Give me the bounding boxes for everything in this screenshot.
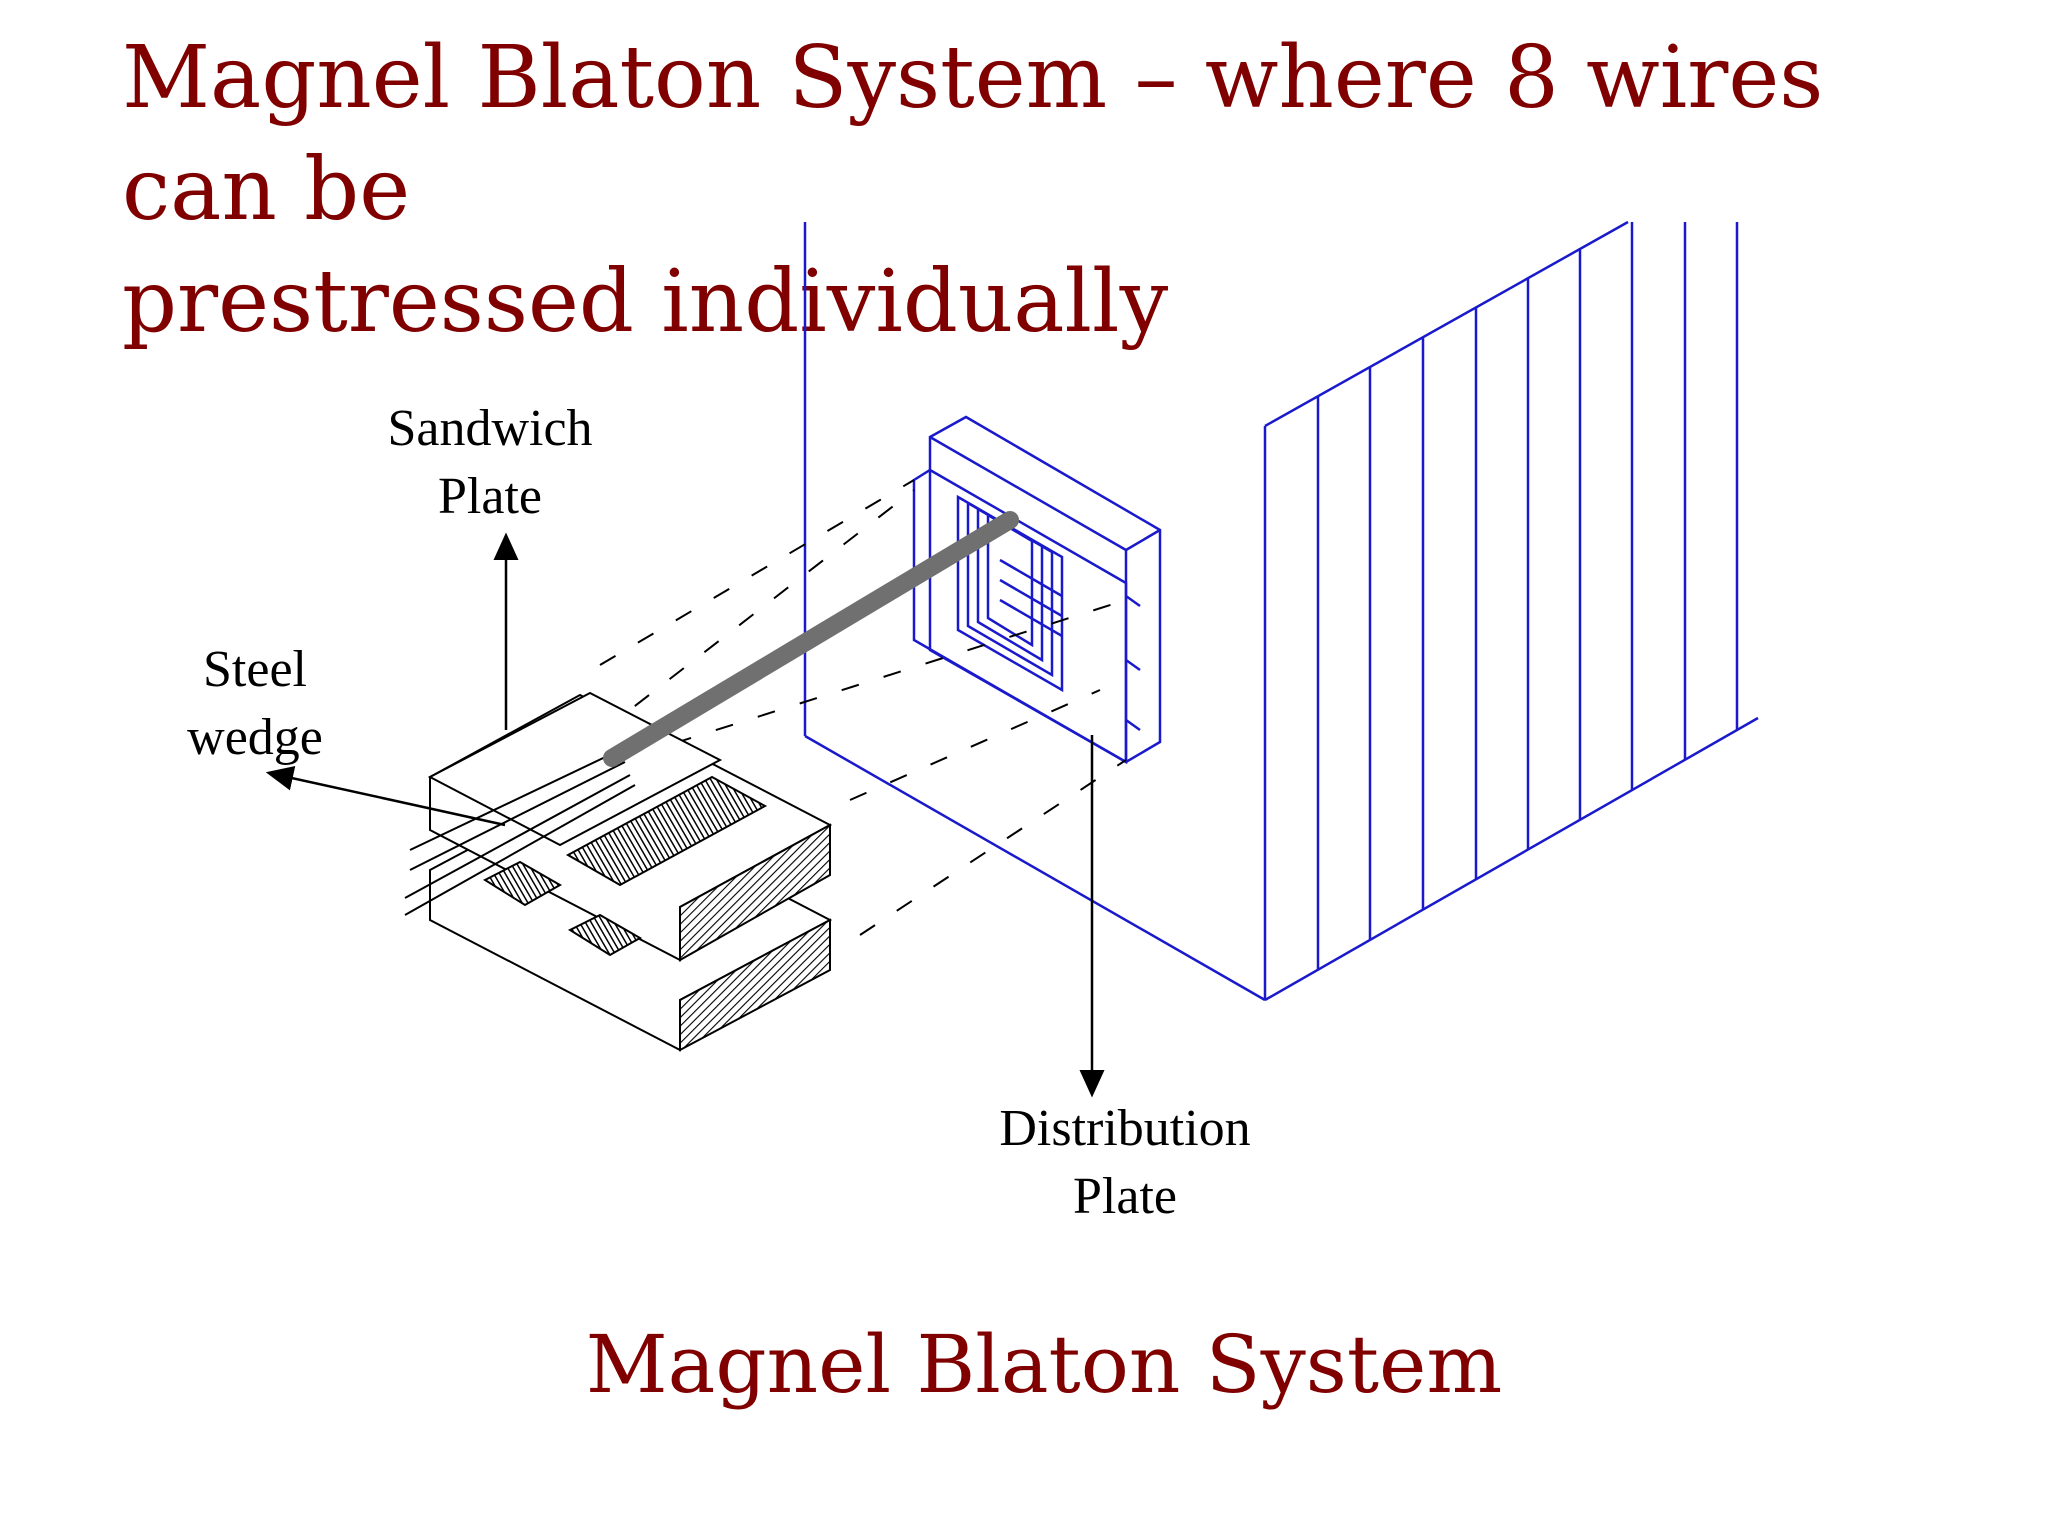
steel-wedge-block (565, 775, 768, 887)
label-arrows (265, 532, 1105, 1098)
title-line-1: Magnel Blaton System – where 8 wires can… (122, 28, 1824, 240)
label-sandwich-plate-line1: Sandwich (387, 400, 593, 457)
label-sandwich-plate: Sandwich Plate (370, 395, 610, 531)
distribution-plate-drawing (912, 415, 1162, 765)
concrete-member (803, 220, 1759, 1002)
label-steel-wedge-line1: Steel (203, 641, 307, 698)
member-vertical-lines (1316, 222, 1739, 970)
slide-title: Magnel Blaton System – where 8 wires can… (122, 22, 1982, 358)
title-line-2: prestressed individually (122, 252, 1169, 352)
label-steel-wedge: Steel wedge (150, 636, 360, 772)
label-distribution-plate-line2: Plate (1073, 1168, 1177, 1225)
diagram-caption: Magnel Blaton System (585, 1318, 1503, 1411)
prestressing-wires (404, 749, 636, 916)
label-distribution-plate: Distribution Plate (970, 1095, 1280, 1231)
label-distribution-plate-line1: Distribution (999, 1100, 1251, 1157)
label-sandwich-plate-line2: Plate (438, 468, 542, 525)
label-steel-wedge-line2: wedge (187, 709, 323, 766)
steel-wedge-arrow (265, 766, 506, 827)
prestressing-cable (603, 511, 1019, 767)
